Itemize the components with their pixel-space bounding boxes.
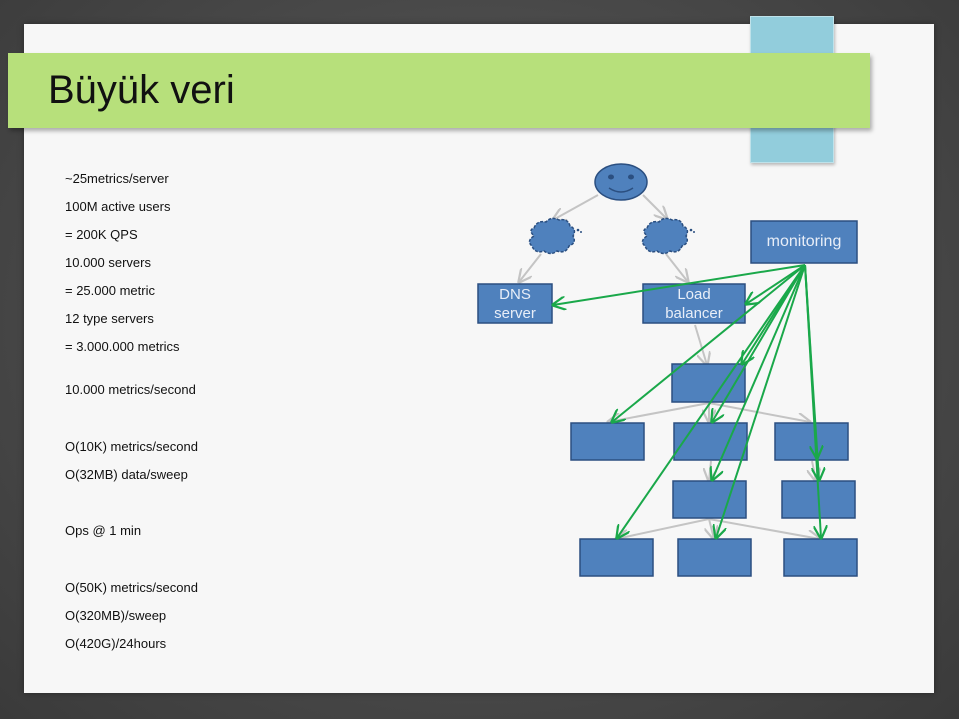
- bullet-item: O(32MB) data/sweep: [65, 467, 188, 482]
- dns-server-label: DNS server: [494, 286, 536, 322]
- bullet-item: O(50K) metrics/second: [65, 580, 198, 595]
- title-bar: [8, 53, 870, 128]
- bullet-item: 10.000 servers: [65, 255, 151, 270]
- bullet-item: 12 type servers: [65, 311, 154, 326]
- dns-server-box: [477, 283, 553, 324]
- load-balancer-label: Load balancer: [665, 286, 723, 322]
- bullet-item: O(10K) metrics/second: [65, 439, 198, 454]
- bullet-item: 10.000 metrics/second: [65, 382, 196, 397]
- bullet-item: O(320MB)/sweep: [65, 608, 167, 623]
- cloud-icon: [528, 217, 582, 255]
- server-box: [570, 422, 645, 461]
- server-box: [677, 538, 752, 577]
- server-box: [579, 538, 654, 577]
- bullet-item: O(420G)/24hours: [65, 636, 167, 651]
- gray-connectors: [519, 194, 820, 539]
- user-smiley-icon: [594, 163, 648, 201]
- bullet-item: 100M active users: [65, 199, 171, 214]
- monitoring-label: monitoring: [766, 233, 842, 250]
- server-box: [774, 422, 849, 461]
- bullet-item: Ops @ 1 min: [65, 523, 142, 538]
- server-box: [673, 422, 748, 461]
- monitoring-arrows: [553, 264, 821, 538]
- server-box: [672, 480, 747, 519]
- bullet-item: = 3.000.000 metrics: [65, 339, 180, 354]
- slide-title: Büyük veri: [48, 68, 235, 112]
- cloud-icon: [641, 217, 695, 255]
- server-box: [783, 538, 858, 577]
- bullet-item: = 200K QPS: [65, 227, 138, 242]
- monitoring-box: [750, 220, 858, 264]
- bullet-item: ~25metrics/server: [65, 171, 169, 186]
- bullet-item: = 25.000 metric: [65, 283, 155, 298]
